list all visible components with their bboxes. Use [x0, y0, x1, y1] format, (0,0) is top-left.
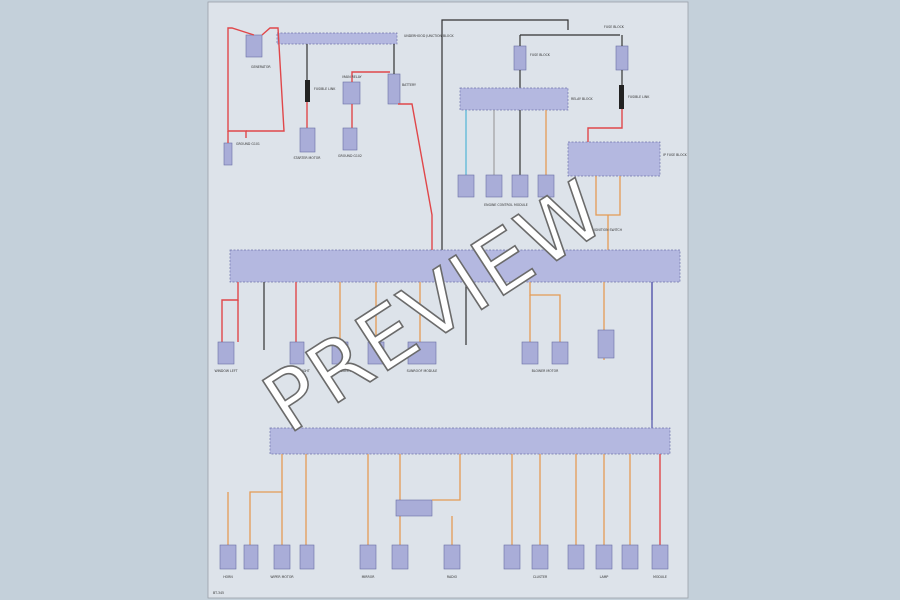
wire-gen-loop [227, 27, 255, 138]
ecm-box-1 [457, 174, 475, 198]
label-relay-block: RELAY BLOCK [571, 97, 594, 101]
main-fuse-bus [229, 249, 681, 283]
label-window-left: WINDOW LEFT [214, 369, 237, 373]
label-wiper: WIPER MOTOR [270, 575, 294, 579]
ecm-box-3 [511, 174, 529, 198]
starter-box [299, 127, 316, 153]
low-branch-6 [432, 454, 461, 501]
label-ground-1: GROUND G101 [236, 142, 260, 146]
main-relay-box [342, 81, 361, 105]
battery-box [387, 73, 401, 105]
label-sunroof: SUNROOF MODULE [407, 369, 438, 373]
ip-fuse-block-bar [567, 141, 661, 177]
wire-fl2-down [587, 109, 623, 142]
low-box-7 [443, 544, 461, 570]
label-main-relay: MAIN RELAY [342, 75, 361, 79]
low-box-8 [503, 544, 521, 570]
relay-block-bar [459, 87, 569, 111]
fusible-link-2-body [619, 85, 624, 109]
label-horn: HORN [223, 575, 233, 579]
top-left-section [223, 27, 433, 250]
label-battery: BATTERY [402, 83, 416, 87]
low-box-1 [219, 544, 237, 570]
label-window-right: WINDOW RIGHT [284, 369, 310, 373]
label-ecm: ENGINE CONTROL MODULE [484, 203, 528, 207]
mid-box-4 [367, 341, 385, 365]
label-ignition-switch: IGNITION SWITCH [594, 228, 623, 232]
mid-box-1 [217, 341, 235, 365]
low-box-3 [273, 544, 291, 570]
label-seat-heater: SEAT HEATER [329, 369, 351, 373]
mid-branch-8 [529, 282, 561, 342]
ecm-box-4 [537, 174, 555, 198]
low-box-5 [359, 544, 377, 570]
diagram-sheet [207, 1, 689, 599]
label-ip-fuse-block: IP FUSE BLOCK [663, 153, 688, 157]
fuse-block-1-box [513, 45, 527, 71]
wire-ignition-feed [441, 19, 569, 250]
fuse-block-2-box [615, 45, 629, 71]
wire-gen-loop-2 [246, 27, 285, 132]
label-fusible-link-1: FUSIBLE LINK [314, 87, 336, 91]
low-box-2 [243, 544, 259, 570]
low-box-11 [595, 544, 613, 570]
junction-block-bar [276, 32, 398, 45]
ecm-box-2 [485, 174, 503, 198]
label-fusible-link-2: FUSIBLE LINK [628, 95, 650, 99]
label-lamp: LAMP [600, 575, 609, 579]
mid-box-8 [597, 329, 615, 359]
low-box-10 [567, 544, 585, 570]
low-module-box [395, 499, 433, 517]
low-box-4 [299, 544, 315, 570]
mid-box-3 [331, 341, 349, 365]
lower-fuse-bus [269, 427, 671, 455]
wire-relay-top [351, 71, 390, 82]
top-right-section [441, 19, 661, 250]
low-branch-1 [249, 454, 283, 545]
label-fuse-block-1: FUSE BLOCK [530, 53, 551, 57]
label-radio: RADIO [447, 575, 458, 579]
label-junction-block: UNDERHOOD JUNCTION BLOCK [404, 34, 455, 38]
label-blower-motor: BLOWER MOTOR [532, 369, 559, 373]
lower-section [219, 420, 671, 570]
label-starter: STARTER MOTOR [293, 156, 321, 160]
label-fuse-block-2: FUSE BLOCK [604, 25, 625, 29]
page-id: BT-345 [213, 591, 224, 595]
mid-box-7 [551, 341, 569, 365]
label-generator: GENERATOR [251, 65, 271, 69]
wire-main-feed [398, 103, 433, 250]
mid-box-5 [407, 341, 437, 365]
label-cluster: CLUSTER [533, 575, 548, 579]
generator-box [245, 34, 263, 58]
mid-box-2 [289, 341, 305, 365]
ground-g102-box [342, 127, 358, 151]
low-box-12 [621, 544, 639, 570]
label-mirror: MIRROR [362, 575, 376, 579]
ground-g101-box [223, 142, 233, 166]
middle-section [217, 249, 681, 420]
fusible-link-1-body [305, 80, 310, 102]
low-box-13 [651, 544, 669, 570]
mid-branch-1 [221, 282, 239, 342]
low-box-6 [391, 544, 409, 570]
low-box-9 [531, 544, 549, 570]
mid-box-6 [521, 341, 539, 365]
label-ground-2: GROUND G102 [338, 154, 362, 158]
label-module: MODULE [653, 575, 667, 579]
